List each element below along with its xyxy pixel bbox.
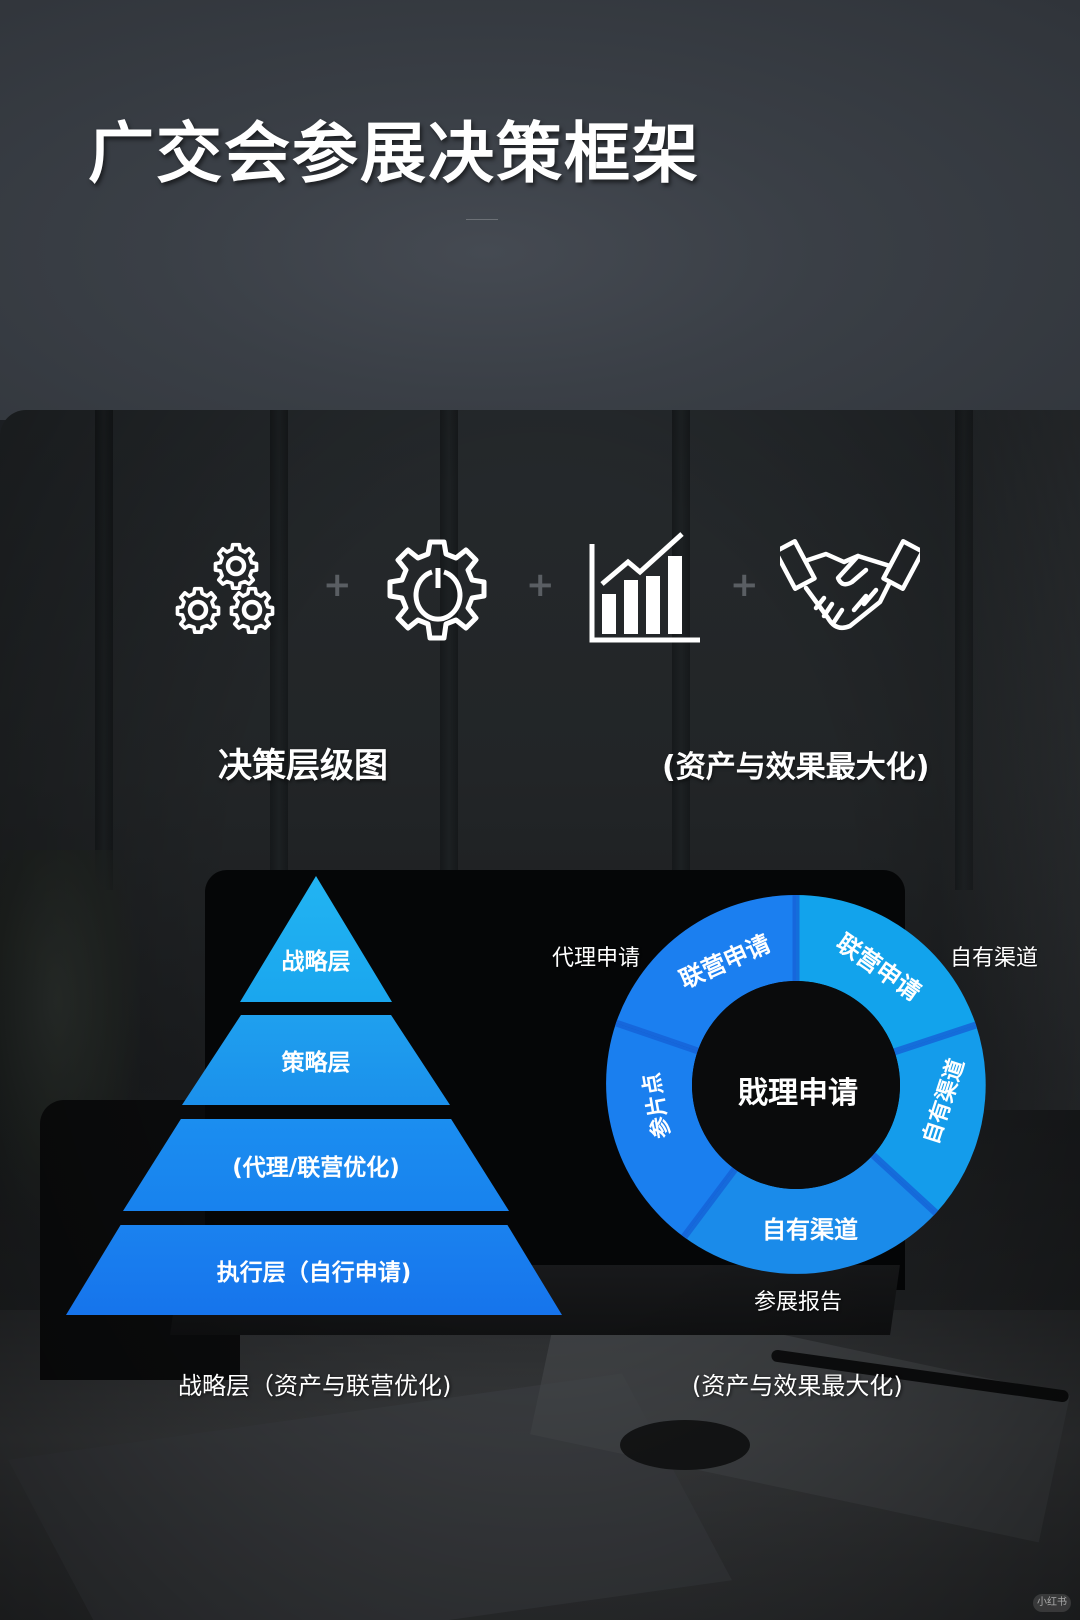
outer-label-agent-application: 代理申请 <box>552 946 641 971</box>
plus-separator: + <box>730 565 759 605</box>
donut-caption: (资产与效果最大化) <box>692 1372 903 1400</box>
window-frame <box>440 410 458 890</box>
header-background <box>0 0 1080 420</box>
gears-cluster-icon <box>172 538 282 650</box>
layer-label: 执行层（自行申请) <box>216 1260 412 1286</box>
layer-label: (代理/联营优化) <box>232 1155 400 1181</box>
donut-segment-own-channel-2: 自有渠道 <box>762 1216 858 1244</box>
handshake-icon <box>773 538 925 646</box>
plus-separator: + <box>526 565 555 605</box>
application-donut-chart <box>604 894 988 1280</box>
mouse <box>620 1420 750 1470</box>
pyramid-layer-optimization: (代理/联营优化) <box>123 1119 509 1211</box>
pyramid-layer-execution: 执行层（自行申请) <box>66 1225 562 1315</box>
gear-power-icon <box>382 538 492 650</box>
window-frame <box>955 410 973 890</box>
title-divider <box>466 219 498 220</box>
layer-label: 策略层 <box>281 1050 351 1076</box>
bar-chart-growth-icon <box>588 532 700 648</box>
watermark-badge: 小红书 <box>1033 1594 1071 1612</box>
window-frame <box>95 410 113 890</box>
outer-label-exhibition-report: 参展报告 <box>754 1290 843 1315</box>
layer-label: 战略层 <box>281 949 351 975</box>
outer-label-own-channel: 自有渠道 <box>950 946 1039 971</box>
plus-separator: + <box>323 565 352 605</box>
page-title: 广交会参展决策框架 <box>88 115 700 192</box>
subtitle-hierarchy: 决策层级图 <box>218 746 388 786</box>
window-frame <box>270 410 288 890</box>
subtitle-maximize: (资产与效果最大化) <box>662 750 930 785</box>
donut-center-label: 戝理申请 <box>738 1076 858 1111</box>
window-frame <box>672 410 690 890</box>
pyramid-caption: 战略层（资产与联营优化) <box>178 1372 452 1400</box>
window-light <box>940 410 1080 1110</box>
